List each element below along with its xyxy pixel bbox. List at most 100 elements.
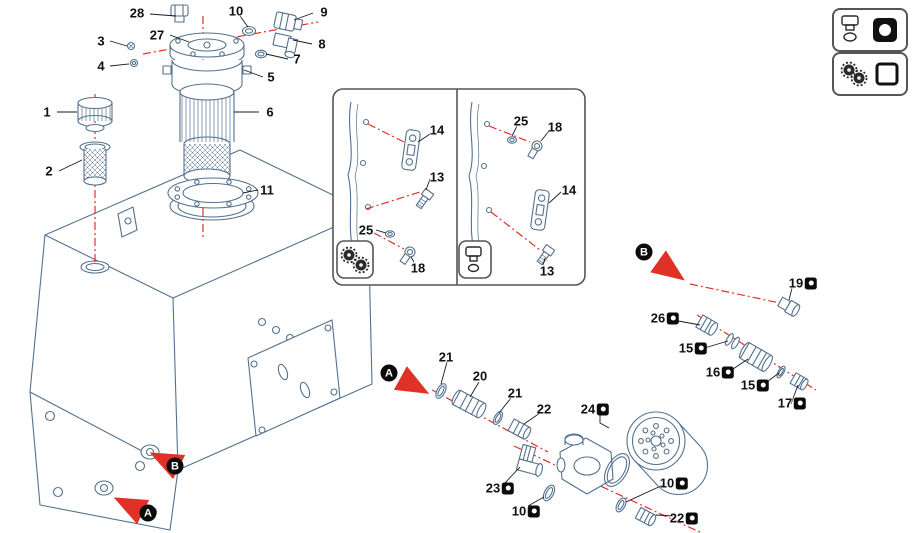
callout-14-left-label: 14 [429, 122, 445, 138]
plug-seal-kit-icon [841, 15, 897, 42]
callout-14-left: 14 [430, 123, 444, 138]
seal-kit-icon [757, 379, 770, 391]
callout-10-top-label: 10 [228, 3, 244, 19]
callout-22-plain: 22 [537, 402, 551, 417]
callout-13-right-label: 13 [539, 263, 555, 279]
callout-15-a: 15 [678, 340, 708, 356]
callout-24: 24 [580, 401, 610, 417]
callout-18-left: 18 [411, 261, 425, 276]
seal-kit-icon [528, 505, 541, 517]
callout-22-plain-label: 22 [536, 401, 552, 417]
callout-2: 2 [45, 164, 52, 179]
callout-15-b-label: 15 [740, 377, 756, 393]
callout-21-b: 21 [508, 386, 522, 401]
callout-3-label: 3 [97, 33, 105, 49]
callout-10-housing-label: 10 [659, 475, 675, 491]
callout-13-left-label: 13 [429, 169, 445, 185]
callout-18-right-label: 18 [547, 119, 563, 135]
filler-cap-drawing [77, 96, 113, 133]
callout-23-label: 23 [485, 480, 501, 496]
callout-16: 16 [705, 364, 735, 380]
seal-kit-icon [722, 366, 735, 378]
callout-7-label: 7 [293, 51, 301, 67]
callout-21-a: 21 [439, 350, 453, 365]
callout-26-label: 26 [650, 310, 666, 326]
callout-19-label: 19 [788, 275, 804, 291]
callout-9-label: 9 [320, 4, 328, 20]
callout-20-label: 20 [472, 368, 488, 384]
seal-kit-icon [805, 277, 818, 289]
callout-7: 7 [293, 52, 300, 67]
callout-21-b-label: 21 [507, 385, 523, 401]
callout-23: 23 [485, 480, 515, 496]
callout-9: 9 [320, 5, 327, 20]
callout-25-right: 25 [514, 114, 528, 129]
callout-25-left: 25 [359, 223, 373, 238]
callout-10-hose-label: 10 [511, 503, 527, 519]
callout-17: 17 [778, 396, 807, 411]
callout-18-right: 18 [548, 120, 562, 135]
callout-4: 4 [97, 59, 104, 74]
callout-1-label: 1 [43, 104, 51, 120]
seal-kit-icon [686, 512, 699, 524]
callout-25-left-label: 25 [358, 222, 374, 238]
callout-18-left-label: 18 [410, 260, 426, 276]
callout-21-a-label: 21 [438, 349, 454, 365]
legend-plug-seal-kit [832, 8, 908, 52]
cover-fittings-drawing [126, 11, 304, 68]
callout-2-label: 2 [45, 163, 53, 179]
callout-22-kit: 22 [669, 510, 699, 526]
callout-24-label: 24 [580, 401, 596, 417]
detail-inset-box [332, 88, 586, 286]
chain-a-fittings-drawing [435, 383, 556, 502]
seal-kit-icon [597, 403, 610, 415]
callout-28: 28 [130, 6, 144, 21]
callout-10-hose: 10 [511, 503, 541, 519]
callout-6-label: 6 [266, 104, 274, 120]
knurled-fitting-kit-icon [336, 240, 374, 279]
callout-1: 1 [43, 105, 50, 120]
callout-5: 5 [267, 70, 274, 85]
seal-kit-icon [695, 342, 708, 354]
callout-10-top: 10 [229, 4, 243, 19]
filter-housing-drawing [556, 411, 709, 527]
marker-b-tank: B [166, 457, 184, 475]
callout-20: 20 [473, 369, 487, 384]
callout-5-label: 5 [267, 69, 275, 85]
plug-kit-icon [458, 240, 492, 279]
marker-b-chain: B [635, 243, 653, 261]
chain-b-fittings-drawing [695, 296, 809, 391]
callout-19: 19 [788, 275, 818, 291]
callout-3: 3 [97, 34, 104, 49]
marker-a-tank: A [139, 504, 157, 522]
callout-28-label: 28 [129, 5, 145, 21]
callout-14-right: 14 [562, 183, 576, 198]
callout-15-a-label: 15 [678, 340, 694, 356]
callout-8: 8 [318, 37, 325, 52]
callout-15-b: 15 [740, 377, 770, 393]
callout-4-label: 4 [97, 58, 105, 74]
seal-kit-icon [676, 477, 689, 489]
callout-11-label: 11 [260, 182, 274, 198]
legend-knurled-fitting-kit [832, 52, 908, 96]
seal-kit-icon [794, 397, 807, 409]
callout-16-label: 16 [705, 364, 721, 380]
callout-8-label: 8 [318, 36, 326, 52]
callout-11: 11 [260, 183, 274, 198]
return-filter-assembly-drawing [162, 4, 259, 209]
callout-10-housing: 10 [659, 475, 689, 491]
callout-26: 26 [650, 310, 680, 326]
seal-kit-icon [502, 482, 515, 494]
callout-13-right: 13 [540, 264, 554, 279]
seal-kit-icon [667, 312, 680, 324]
callout-13-left: 13 [430, 170, 444, 185]
callout-14-right-label: 14 [561, 182, 577, 198]
callout-25-right-label: 25 [513, 113, 529, 129]
knurled-fitting-kit-icon [840, 61, 899, 87]
callout-27-label: 27 [149, 27, 165, 43]
callout-22-kit-label: 22 [669, 510, 685, 526]
leader-lines [57, 12, 799, 517]
callout-6: 6 [266, 105, 273, 120]
